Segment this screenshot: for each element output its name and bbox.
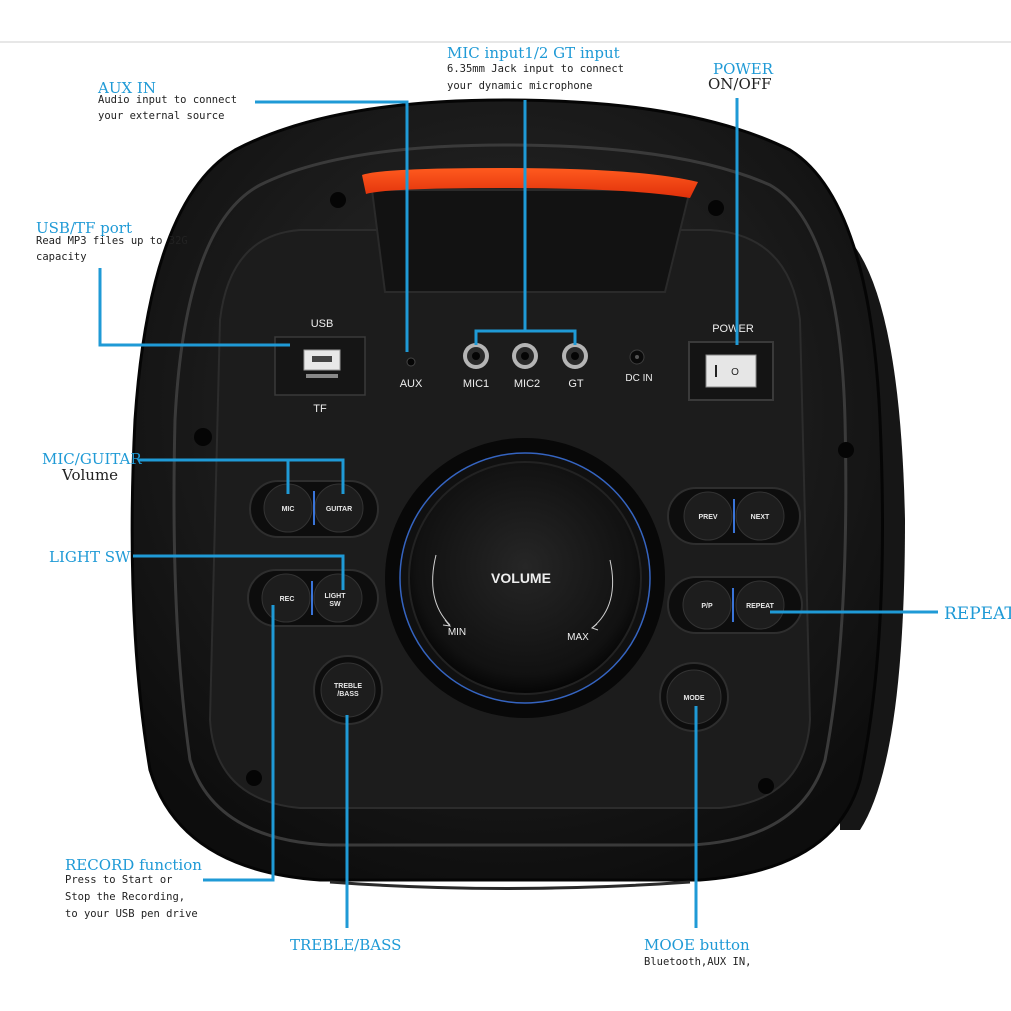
- usb-tf-leader: [98, 268, 290, 347]
- aux-jack: [406, 357, 416, 367]
- pp-repeat-button-pair: [667, 576, 803, 634]
- mic2-label: MIC2: [514, 378, 540, 390]
- bass-button-label: /BASS: [337, 691, 359, 698]
- record-desc-3: to your USB pen drive: [65, 908, 198, 920]
- screw-hole: [194, 428, 212, 446]
- guitar-button-label: GUITAR: [326, 506, 352, 513]
- dc-in-pin: [635, 355, 639, 359]
- mic-guitar-desc: Volume: [62, 466, 119, 484]
- usb-tf-desc-2: capacity: [36, 251, 87, 263]
- aux-label: AUX: [400, 378, 423, 390]
- dc-in-label: DC IN: [625, 373, 652, 384]
- aux-in-desc-1: Audio input to connect: [98, 94, 238, 106]
- power-panel-label: POWER: [712, 323, 754, 335]
- screw-hole: [838, 442, 854, 458]
- prev-button-label: PREV: [698, 514, 717, 521]
- mic1-label: MIC1: [463, 378, 489, 390]
- rec-light-button-pair: [247, 569, 379, 627]
- gt-jack: [562, 343, 588, 369]
- max-arrow: [591, 559, 614, 629]
- mode-button: [666, 669, 722, 725]
- screw-hole: [330, 192, 346, 208]
- min-label: MIN: [448, 627, 466, 638]
- tf-label: TF: [313, 403, 327, 415]
- mic-input-desc-2: your dynamic microphone: [447, 80, 593, 92]
- power-switch: [705, 354, 757, 388]
- volume-knob: [408, 461, 642, 695]
- usb-tf-desc-1: Read MP3 files up to 32G: [36, 235, 188, 247]
- max-arrowhead: [590, 623, 599, 631]
- prev-next-button-pair: [667, 487, 801, 545]
- mic-guitar-leader: [138, 458, 345, 494]
- power-title: POWER: [713, 60, 774, 78]
- power-desc: ON/OFF: [708, 75, 772, 93]
- rec-button-label: REC: [280, 596, 295, 603]
- speaker-rim: [172, 143, 848, 847]
- treble-button-label: TREBLE: [334, 683, 362, 690]
- repeat-button-label: REPEAT: [746, 603, 775, 610]
- mic2-jack: [512, 343, 538, 369]
- treble-bass-title: TREBLE/BASS: [290, 936, 402, 954]
- usb-slot-inner: [312, 356, 332, 362]
- mic-guitar-title: MIC/GUITAR: [42, 450, 142, 468]
- handle-light: [362, 168, 698, 198]
- mode-button-label: MODE: [684, 695, 705, 702]
- screw-hole: [758, 778, 774, 794]
- sw-button-label: SW: [329, 601, 341, 608]
- aux-in-title: AUX IN: [98, 79, 156, 97]
- light-sw-title: LIGHT SW: [49, 548, 131, 566]
- power-switch-off-mark: O: [731, 367, 739, 378]
- handle-recess: [370, 189, 692, 293]
- gt-label: GT: [568, 378, 584, 390]
- mic-button-label: MIC: [282, 506, 295, 513]
- treble-bass-button: [320, 662, 376, 718]
- record-leader: [203, 605, 275, 882]
- leader-lines: [98, 98, 938, 928]
- screw-hole: [708, 200, 724, 216]
- repeat-title: REPEAT: [944, 604, 1011, 624]
- light-sw-leader: [133, 554, 345, 590]
- aux-in-desc-2: your external source: [98, 110, 225, 122]
- speaker-base: [329, 880, 691, 890]
- mic-guitar-button-pair: [249, 480, 379, 538]
- mic1-jack: [463, 343, 489, 369]
- aux-in-leader: [255, 100, 409, 352]
- mic-input-title: MIC input1/2 GT input: [447, 44, 620, 62]
- record-desc-2: Stop the Recording,: [65, 891, 186, 903]
- pp-button-label: P/P: [701, 603, 713, 610]
- mode-desc: Bluetooth,AUX IN,: [644, 956, 752, 968]
- record-desc-1: Press to Start or: [65, 874, 173, 886]
- mic-input-branch: [474, 329, 577, 345]
- light-button-label: LIGHT: [325, 593, 347, 600]
- min-arrowhead: [442, 619, 452, 627]
- record-title: RECORD function: [65, 856, 202, 874]
- screw-hole: [246, 770, 262, 786]
- next-button-label: NEXT: [751, 514, 770, 521]
- mode-title: MOOE button: [644, 936, 750, 954]
- volume-label: VOLUME: [491, 570, 551, 586]
- tf-slot: [306, 374, 338, 378]
- mic-input-desc-1: 6.35mm Jack input to connect: [447, 63, 625, 75]
- max-label: MAX: [567, 632, 589, 643]
- usb-label: USB: [311, 318, 334, 330]
- usb-tf-title: USB/TF port: [36, 219, 133, 237]
